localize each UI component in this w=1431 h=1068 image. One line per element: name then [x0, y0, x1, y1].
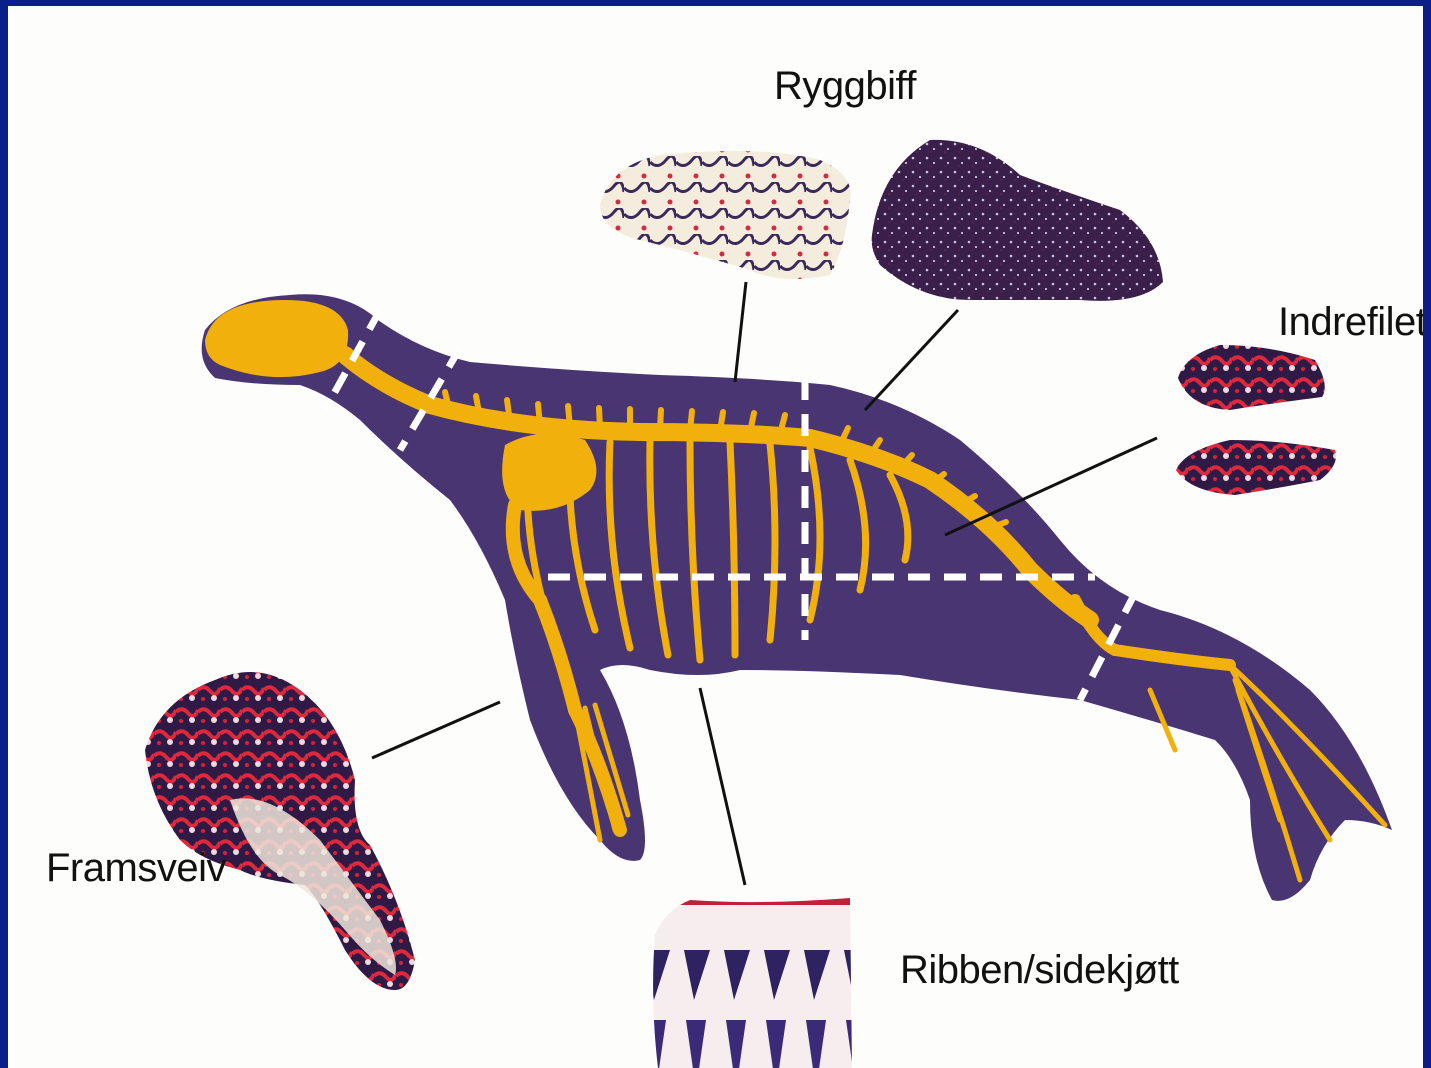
tenderloin-label: Indrefilet: [1278, 300, 1423, 345]
tenderloin-cut-1: [1178, 345, 1325, 410]
back-steak-label: Ryggbiff: [774, 64, 916, 109]
tenderloin-cut-2: [1176, 440, 1336, 495]
foreleg-label: Framsveiv: [46, 846, 226, 891]
ribs-cut: [653, 898, 852, 1068]
ribs-label: Ribben/sidekjøtt: [900, 948, 1179, 993]
back-steak-cut-1: [600, 151, 851, 279]
back-steak-cut-2: [872, 140, 1163, 301]
diagram-canvas: Ryggbiff Indrefilet Framsveiv Ribben/sid…: [8, 6, 1423, 1068]
seal-cuts-diagram: [8, 6, 1423, 1068]
